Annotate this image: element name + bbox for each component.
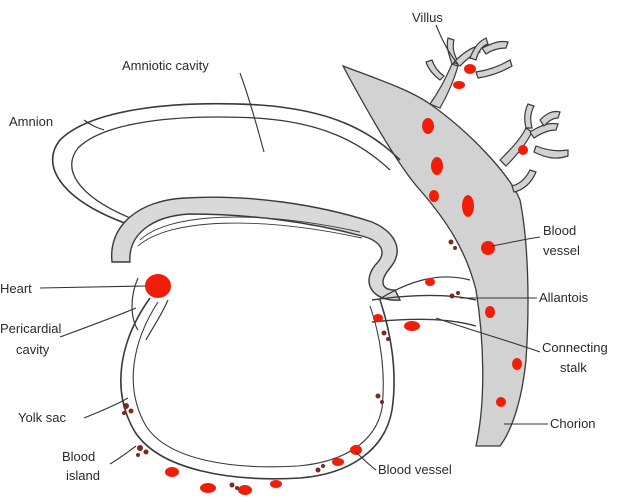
blood-islands xyxy=(122,240,460,491)
label-pericardial-2: cavity xyxy=(16,342,50,357)
chorion-band xyxy=(343,66,528,446)
label-heart: Heart xyxy=(0,281,32,296)
heart-shape xyxy=(145,274,171,298)
label-villus: Villus xyxy=(412,10,443,25)
label-allantois: Allantois xyxy=(539,290,589,305)
label-connecting-1: Connecting xyxy=(542,340,608,355)
label-blood-vessel-lower: Blood vessel xyxy=(378,462,452,477)
label-yolk-sac: Yolk sac xyxy=(18,410,66,425)
label-amnion: Amnion xyxy=(9,114,53,129)
label-chorion: Chorion xyxy=(550,416,596,431)
label-blood-island-2: island xyxy=(66,468,100,483)
label-blood-vessel-upper-1: Blood xyxy=(543,223,576,238)
label-connecting-2: stalk xyxy=(560,360,587,375)
label-blood-island-1: Blood xyxy=(62,449,95,464)
yolk-sac-inner xyxy=(133,302,383,467)
label-amniotic-cavity: Amniotic cavity xyxy=(122,58,209,73)
label-blood-vessel-upper-2: vessel xyxy=(543,243,580,258)
label-pericardial-1: Pericardial xyxy=(0,321,62,336)
